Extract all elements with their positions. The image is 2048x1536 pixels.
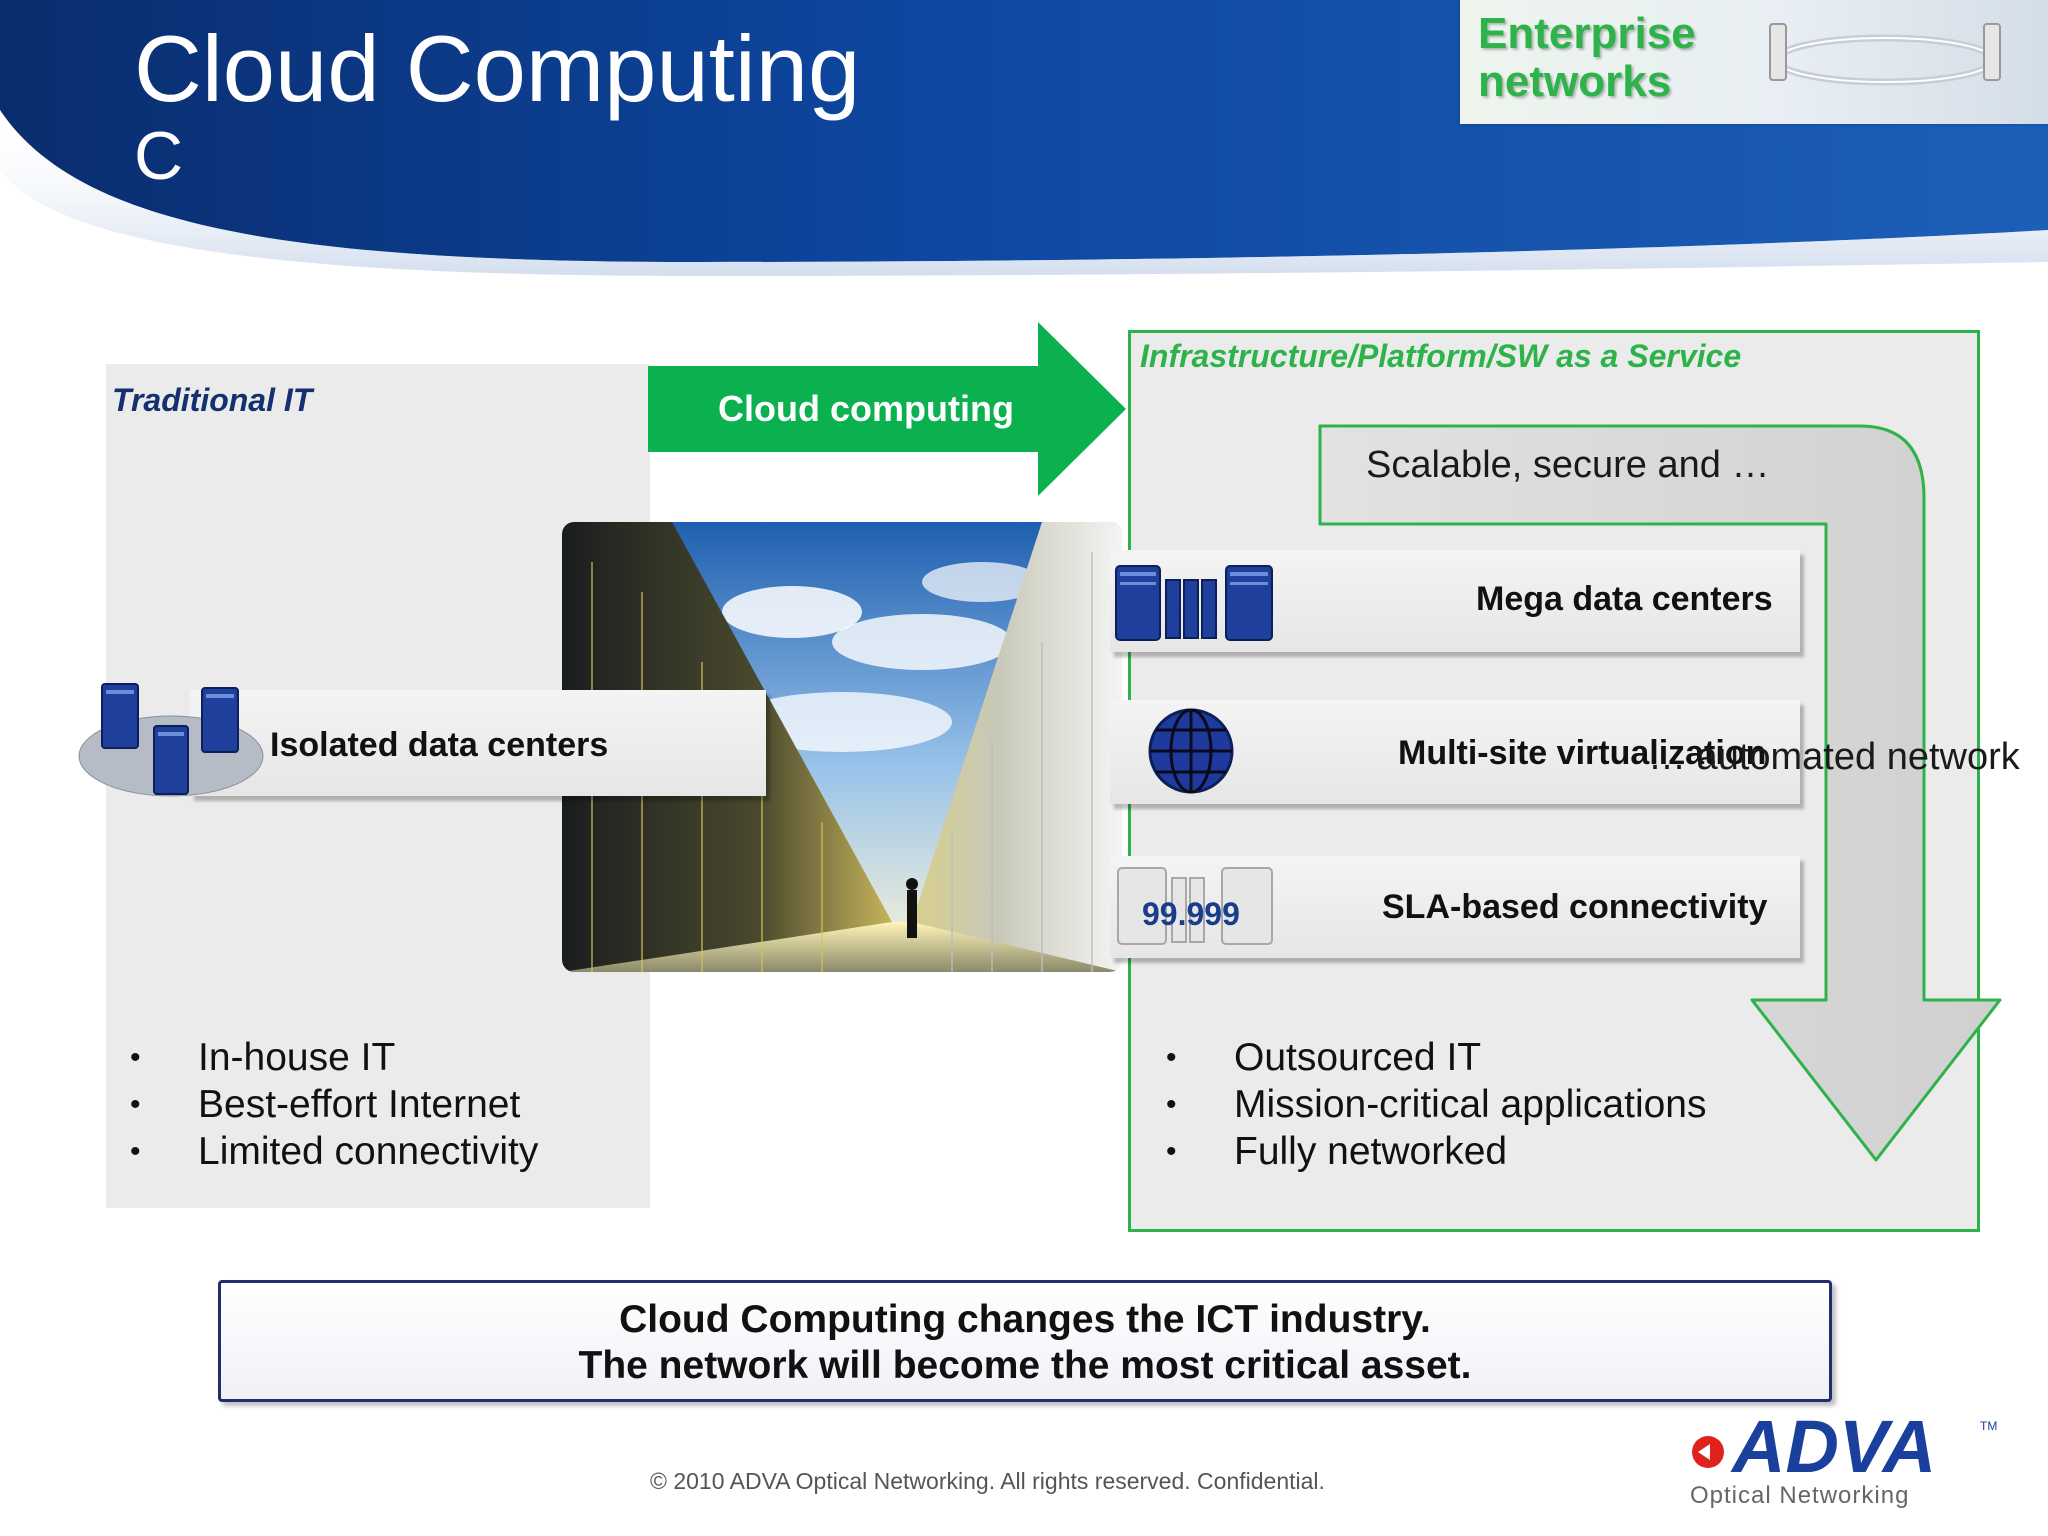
isolated-data-centers-bar: [190, 690, 766, 796]
page-title: Cloud Computing: [134, 16, 861, 121]
logo-tagline: Optical Networking: [1690, 1482, 1910, 1509]
automated-network-text: … automated network: [1648, 736, 2020, 778]
list-item: Mission-critical applications: [1166, 1081, 1707, 1128]
callout-line-1: Cloud Computing changes the ICT industry…: [619, 1298, 1431, 1341]
isolated-data-centers-label: Isolated data centers: [270, 726, 609, 764]
list-item: Fully networked: [1166, 1128, 1707, 1175]
sla-value: 99.999: [1142, 896, 1240, 932]
feature-mega-data-centers: Mega data centers: [1476, 580, 1773, 618]
curved-down-arrow: [1318, 424, 2002, 1162]
cloud-computing-arrow: [648, 322, 1126, 496]
copyright-text: © 2010 ADVA Optical Networking. All righ…: [650, 1468, 1325, 1494]
service-bullets: Outsourced IT Mission-critical applicati…: [1166, 1034, 1707, 1175]
enterprise-badge: [1460, 0, 2048, 124]
feature-multi-site-virtualization: Multi-site virtualization: [1398, 734, 1767, 772]
ring-network-icon: [1769, 23, 2001, 86]
page-subtitle: C: [134, 118, 184, 194]
server-rack-icon: [1115, 565, 1273, 641]
list-item: Outsourced IT: [1166, 1034, 1707, 1081]
svg-text:TM: TM: [1980, 1419, 1997, 1433]
list-item: Limited connectivity: [130, 1128, 538, 1175]
isolated-servers-icon: [78, 683, 264, 797]
service-panel-label: Infrastructure/Platform/SW as a Service: [1140, 338, 1742, 374]
callout-line-2: The network will become the most critica…: [578, 1344, 1472, 1387]
conclusion-callout: Cloud Computing changes the ICT industry…: [218, 1280, 1832, 1402]
adva-logo-text: ADVA: [1730, 1414, 1936, 1488]
traditional-it-bullets: In-house IT Best-effort Internet Limited…: [130, 1034, 538, 1175]
badge-line-1: Enterprise: [1478, 9, 1696, 58]
list-item: In-house IT: [130, 1034, 538, 1081]
sla-server-icon: [1117, 867, 1273, 945]
list-item: Best-effort Internet: [130, 1081, 538, 1128]
traditional-it-label: Traditional IT: [112, 382, 313, 418]
badge-line-2: networks: [1478, 57, 1672, 106]
cloud-computing-label: Cloud computing: [718, 388, 1014, 429]
feature-sla-connectivity: SLA-based connectivity: [1382, 888, 1768, 926]
scalable-text: Scalable, secure and …: [1366, 444, 1770, 486]
adva-logo-icon: ADVA TM: [1692, 1414, 1997, 1488]
globe-icon: [1148, 708, 1234, 794]
enterprise-badge-text: Enterprise networks: [1478, 10, 1696, 106]
